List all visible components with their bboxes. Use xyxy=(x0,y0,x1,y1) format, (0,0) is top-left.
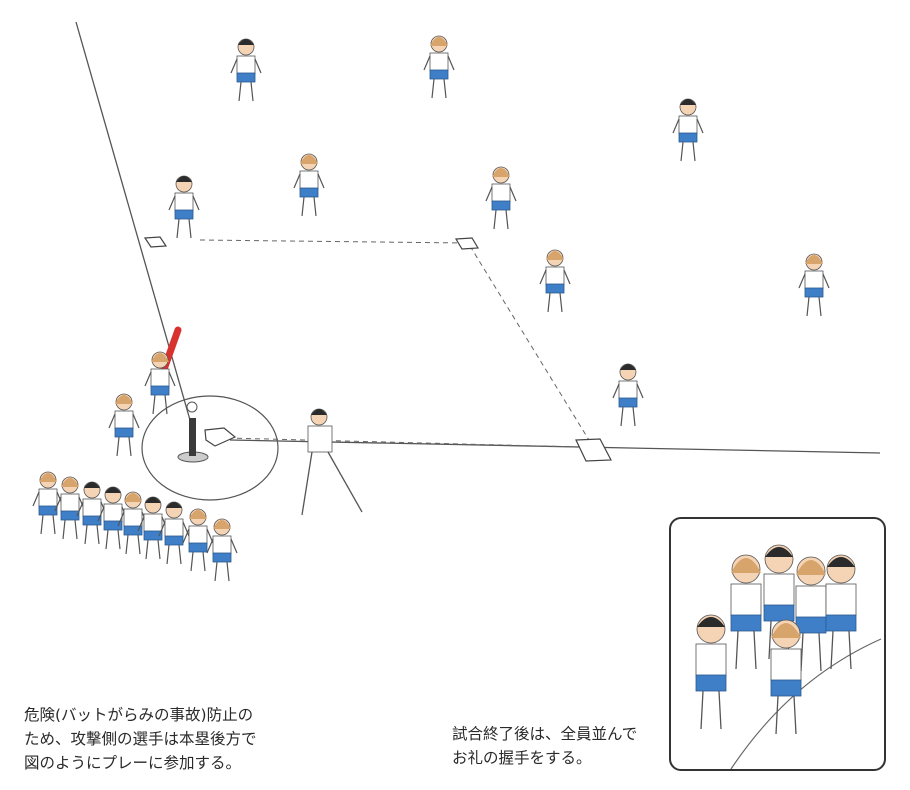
umpire xyxy=(301,408,363,516)
lineup-player xyxy=(158,501,190,565)
waiting-batter xyxy=(108,393,140,457)
lineup-player xyxy=(76,481,108,545)
fielder-first-base xyxy=(612,363,644,427)
home-plate xyxy=(204,427,237,447)
fielder-short-right xyxy=(485,166,517,230)
inset-player xyxy=(730,554,762,670)
caption-safety-line3: 図のようにプレーに参加する。 xyxy=(24,754,242,772)
third-base xyxy=(143,236,168,248)
fielder-left xyxy=(230,38,262,102)
lineup-player xyxy=(182,508,214,572)
fielder-second-base xyxy=(539,249,571,313)
first-base xyxy=(575,438,612,462)
inset-player xyxy=(825,554,857,670)
caption-handshake-line2: お礼の握手をする。 xyxy=(452,749,592,767)
bat xyxy=(158,326,182,379)
inset-player xyxy=(695,614,727,730)
caption-handshake: 試合終了後は、全員並んで お礼の握手をする。 xyxy=(452,722,637,770)
fielder-right-field xyxy=(798,253,830,317)
batting-tee xyxy=(177,401,209,463)
lineup-player xyxy=(206,518,238,582)
base-path-second-first xyxy=(469,245,593,446)
batting-circle xyxy=(141,395,279,501)
fielder-short-left xyxy=(293,153,325,217)
caption-safety: 危険(バットがらみの事故)防止の ため、攻撃側の選手は本塁後方で 図のようにプレ… xyxy=(24,703,257,775)
lineup-player xyxy=(137,496,169,560)
lineup-player xyxy=(117,491,149,555)
caption-safety-line2: ため、攻撃側の選手は本塁後方で xyxy=(24,730,257,748)
fielder-center xyxy=(423,35,455,99)
handshake-inset-panel xyxy=(669,517,886,771)
base-path-third-second xyxy=(199,239,466,244)
batter xyxy=(144,351,176,415)
fielder-right xyxy=(672,98,704,162)
caption-safety-line1: 危険(バットがらみの事故)防止の xyxy=(24,706,254,724)
second-base xyxy=(454,237,480,250)
lineup-player xyxy=(97,486,129,550)
handshake-illustration xyxy=(695,544,882,769)
base-path-home-first xyxy=(227,437,581,448)
fielder-third-base xyxy=(168,175,200,239)
caption-handshake-line1: 試合終了後は、全員並んで xyxy=(452,725,638,743)
inset-player xyxy=(770,619,802,735)
